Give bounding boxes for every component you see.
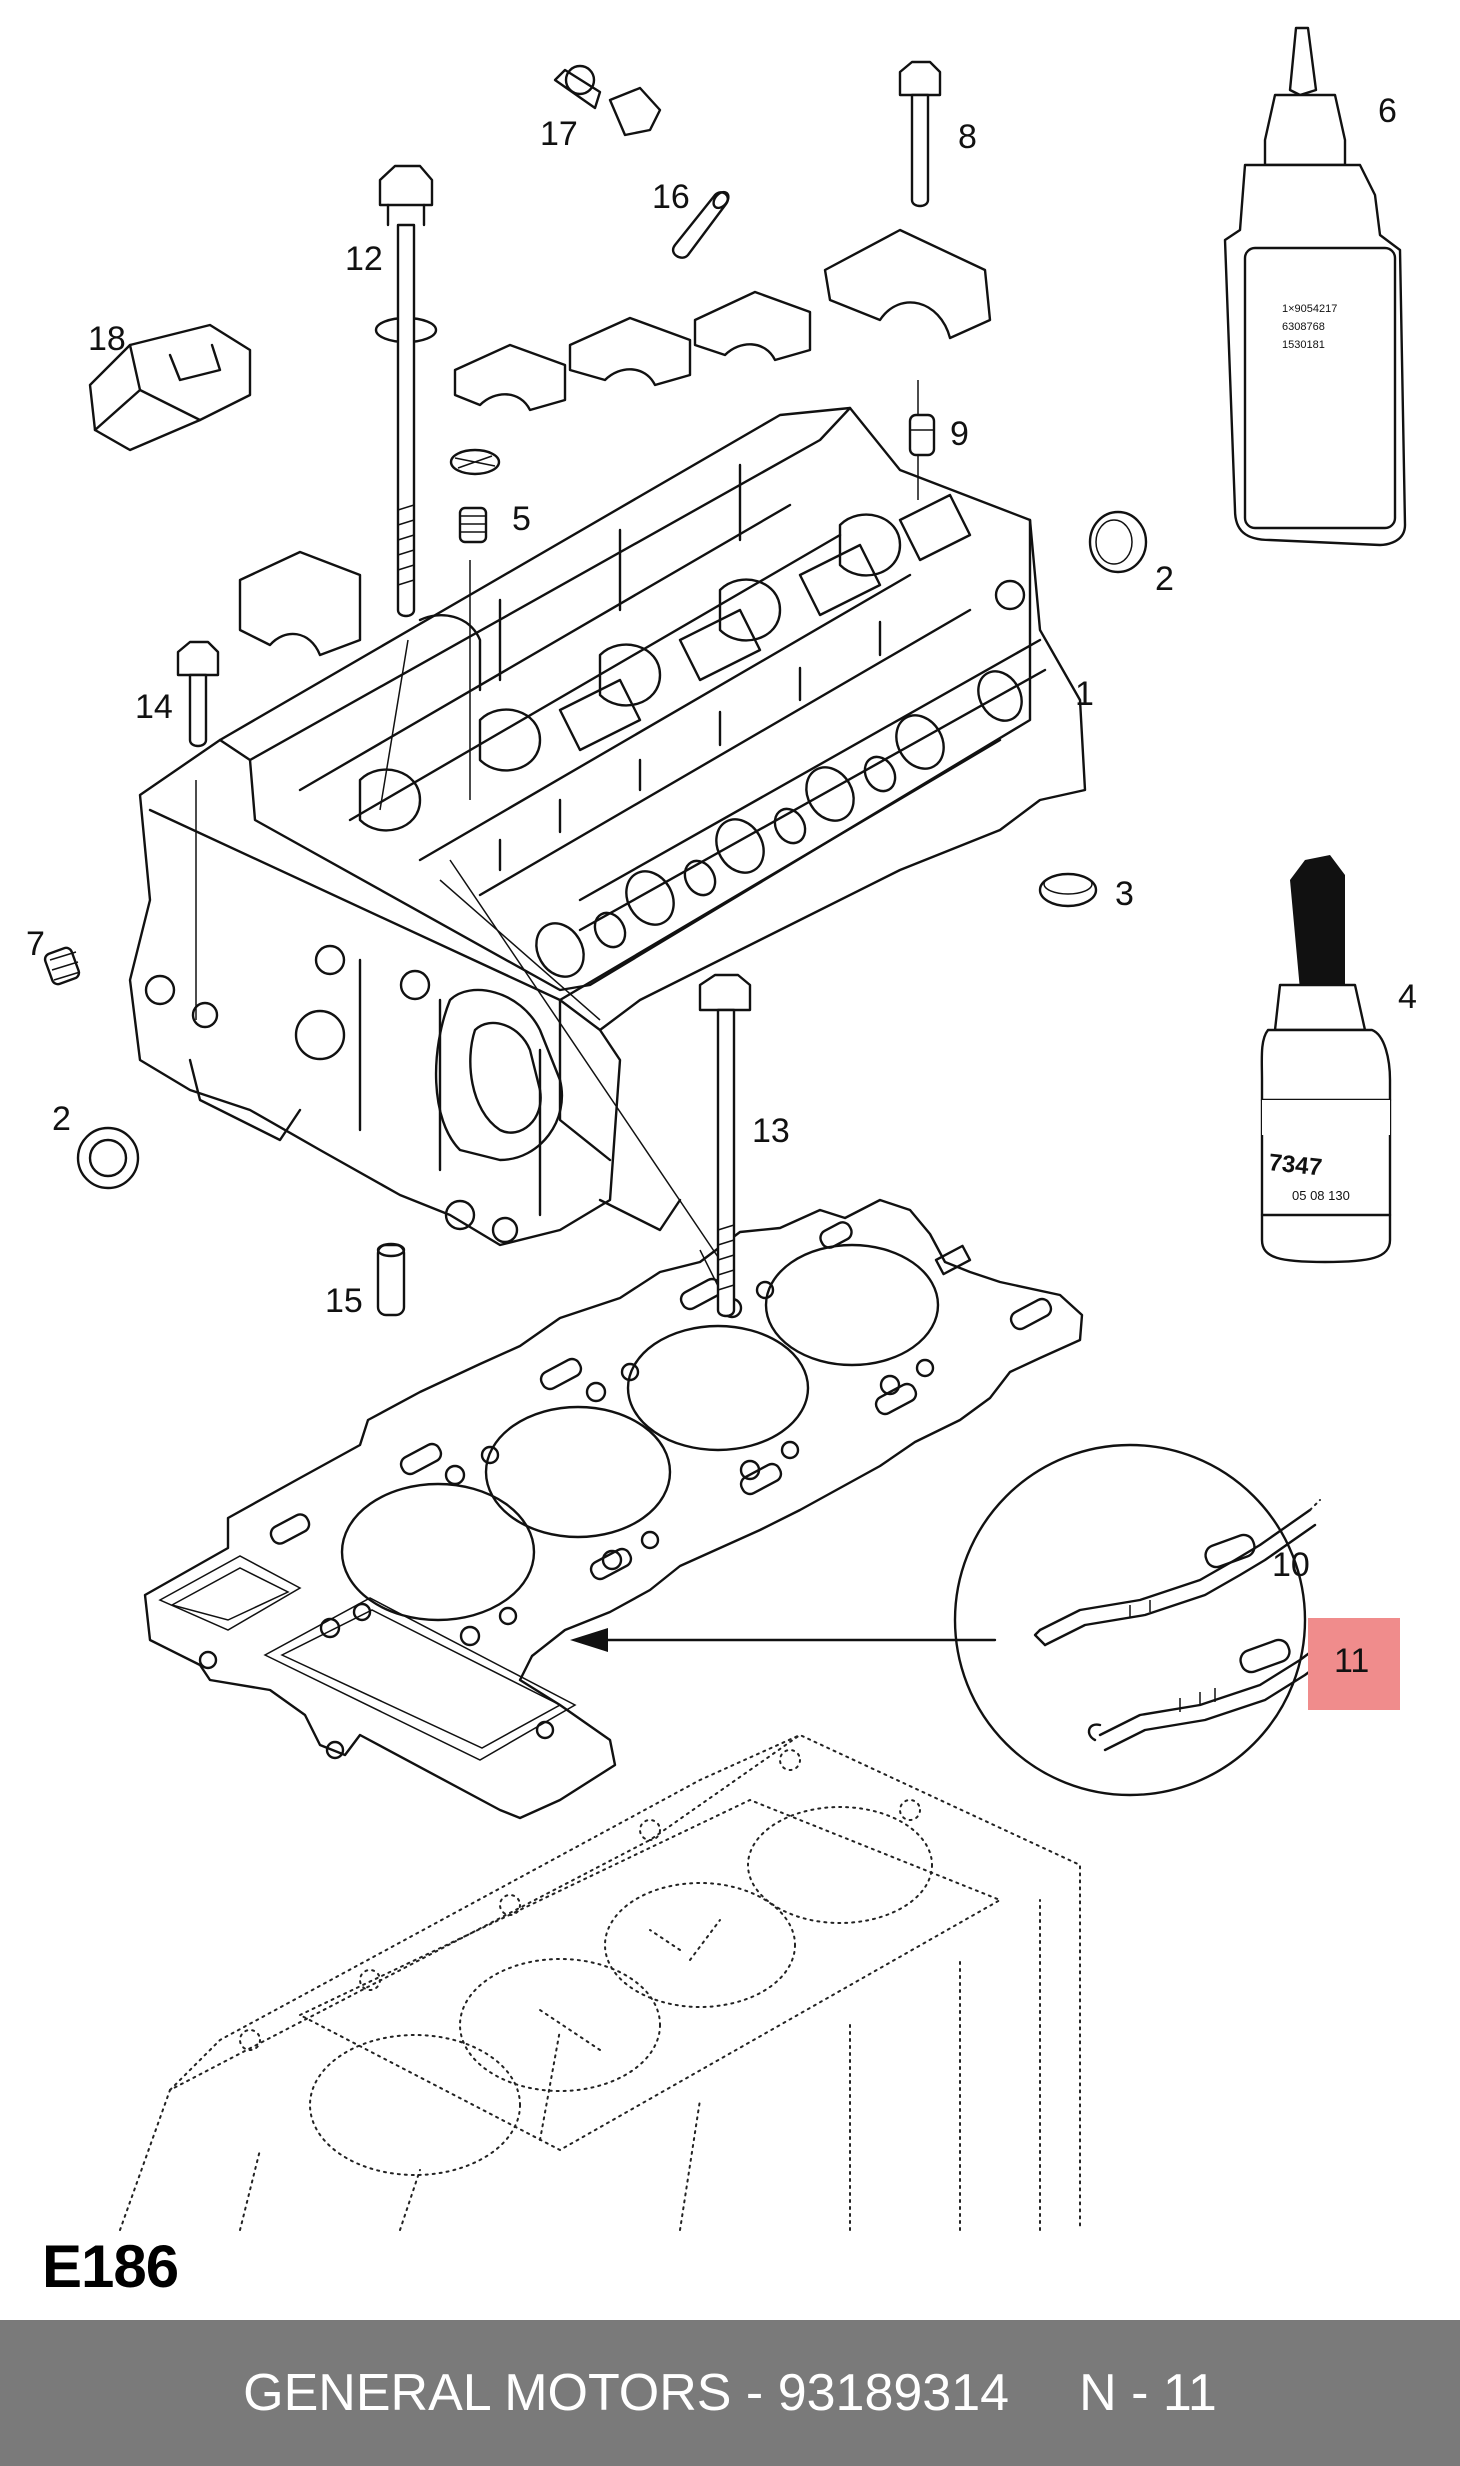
- bottle4-text-1: 7347: [1267, 1149, 1323, 1181]
- detail-inset: [953, 1443, 1351, 1797]
- leader-lines: [195, 380, 919, 1291]
- label-2-top: 2: [1155, 560, 1174, 598]
- bolt-8: [898, 60, 942, 208]
- label-1: 1: [1075, 675, 1094, 713]
- dowel-9: [908, 413, 936, 457]
- label-18: 18: [88, 320, 126, 358]
- label-2-bottom: 2: [52, 1100, 71, 1138]
- label-8: 8: [958, 118, 977, 156]
- engine-block: [119, 1733, 1081, 2231]
- bolt-14: [176, 640, 220, 748]
- bolt-17: [553, 64, 662, 137]
- exploded-parts-diagram: 1×9054217 6308768 1530181 7347 05 08 130: [26, 26, 1417, 2231]
- diagram-code: E186: [42, 2233, 179, 2300]
- label-11: 11: [1334, 1642, 1369, 1680]
- bearing-caps: [238, 228, 992, 657]
- bottle6-text-3: 1530181: [1282, 339, 1325, 351]
- label-9: 9: [950, 415, 969, 453]
- cap-3: [1038, 872, 1098, 908]
- head-gasket: [143, 1198, 1084, 1820]
- label-15: 15: [325, 1282, 363, 1320]
- cylinder-head: [128, 406, 1087, 1247]
- label-7: 7: [26, 925, 45, 963]
- bottle-6: 1×9054217 6308768 1530181: [1223, 26, 1407, 547]
- dowel-15: [376, 1242, 406, 1317]
- seal-2-bottom: [76, 1126, 140, 1190]
- label-10: 10: [1272, 1546, 1310, 1584]
- bottle4-text-2: 05 08 130: [1292, 1188, 1350, 1203]
- label-17: 17: [540, 115, 578, 153]
- label-16: 16: [652, 178, 690, 216]
- bottle6-text-1: 1×9054217: [1282, 303, 1337, 315]
- label-14: 14: [135, 688, 173, 726]
- arrow: [570, 1628, 997, 1652]
- label-3: 3: [1115, 875, 1134, 913]
- head-bolt-12: [374, 164, 438, 618]
- label-12: 12: [345, 240, 383, 278]
- pin-16: [672, 190, 730, 259]
- plug-5: [449, 448, 501, 544]
- label-5: 5: [512, 500, 531, 538]
- footer-bar: GENERAL MOTORS - 93189314 N - 11: [0, 2320, 1460, 2466]
- label-13: 13: [752, 1112, 790, 1150]
- footer-brand-part: GENERAL MOTORS - 93189314: [243, 2364, 1010, 2422]
- bottle-4: 7347 05 08 130: [1260, 855, 1392, 1264]
- clip-18: [88, 323, 252, 452]
- highlight-11: [1308, 1618, 1400, 1710]
- footer-ref: N - 11: [1079, 2364, 1217, 2422]
- part-labels: 1 2 2 3 4 5 6 7 8 9 10 11 12 13 14 15 16…: [26, 92, 1417, 1680]
- bottle6-text-2: 6308768: [1282, 321, 1325, 333]
- label-4: 4: [1398, 978, 1417, 1016]
- plug-7: [43, 946, 81, 986]
- seal-2-top: [1088, 510, 1148, 574]
- label-6: 6: [1378, 92, 1397, 130]
- head-bolt-13: [698, 973, 752, 1318]
